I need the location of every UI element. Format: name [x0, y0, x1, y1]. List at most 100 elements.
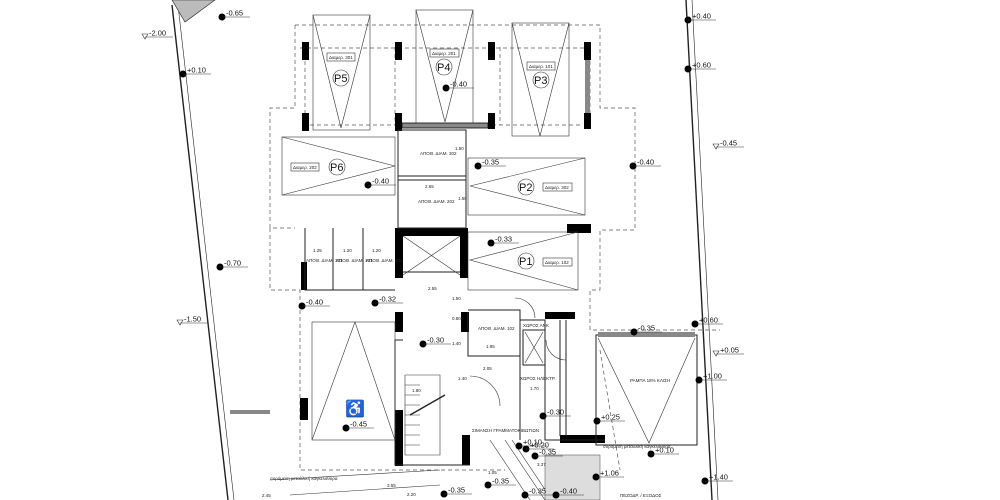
dimension: 1.50: [452, 296, 461, 301]
level-marker: +0.60: [691, 316, 723, 328]
level-value: -0.35: [482, 158, 499, 167]
dimension-labels: 2.65 1.25 1.20 1.20 2.55 1.50 0.80 1.40 …: [262, 146, 546, 498]
level-value: -0.35: [448, 486, 465, 495]
level-marker: -0.45: [342, 420, 374, 432]
level-marker: -0.40: [364, 177, 396, 189]
level-value: -0.45: [720, 139, 737, 148]
level-marker: +0.10: [179, 66, 211, 78]
level-marker: -0.30: [539, 408, 571, 420]
parking-spaces: [281, 9, 698, 446]
level-marker: -0.40: [552, 487, 584, 499]
level-value: -0.40: [560, 487, 577, 496]
level-value: +0.60: [692, 61, 711, 70]
parking-id: P2: [519, 182, 532, 194]
level-marker: -1.50: [176, 315, 208, 326]
level-value: -0.40: [372, 177, 389, 186]
dimension: 1.50: [458, 196, 467, 201]
level-marker: -0.65: [218, 9, 250, 21]
parking-owner: Διαμερ. 301: [329, 55, 353, 60]
level-marker: -0.40: [442, 80, 474, 92]
level-marker: -0.35: [630, 324, 662, 336]
room-label: ΣΙΜΑΝΣΗ ΓΡΑΜΜΑΤΟΚΙΒΩΤΙΩΝ: [472, 428, 539, 433]
dimension: 1.25: [313, 248, 322, 253]
parking-id: P4: [437, 62, 450, 74]
level-marker: -0.35: [484, 477, 516, 489]
room-label: ΑΠΟΘ. ΔΙΑΜ. 302: [420, 151, 457, 156]
dimension: 2.65: [425, 184, 434, 189]
level-value: -0.30: [427, 336, 444, 345]
note: συρόμενη μεταλλική καγκελόθυρα: [603, 443, 671, 449]
level-value: -0.35: [529, 487, 546, 496]
parking-labels: P5 Διαμερ. 301 P4 Διαμερ. 201 P3 Διαμερ.…: [290, 48, 573, 418]
parking-owner: Διαμερ. 201: [432, 51, 456, 56]
level-value: -0.40: [637, 158, 654, 167]
dimension: 2.20: [407, 492, 416, 497]
level-value: -0.65: [226, 9, 243, 18]
parking-owner: Διαμερ. 202: [293, 165, 317, 170]
room-label: ΑΠΟΘ. ΔΙΑΜ. 101: [336, 258, 373, 263]
level-marker: +0.40: [684, 12, 716, 24]
dimension: 2.45: [262, 493, 271, 498]
parking-owner: Διαμερ. 101: [529, 64, 553, 69]
dimension: 1.40: [458, 376, 467, 381]
level-value: -0.33: [495, 235, 512, 244]
level-marker: -0.35: [521, 487, 553, 499]
level-marker: +0.25: [593, 413, 625, 425]
room-labels: ΑΠΟΘ. ΔΙΑΜ. 302 ΑΠΟΘ. ΔΙΑΜ. 202 ΑΠΟΘ. ΔΙ…: [270, 151, 671, 498]
room-label: ΑΠΟΘ. ΔΙΑΜ. 301: [306, 258, 343, 263]
room-label: ΧΩΡΟΣ ΑΝΚ: [523, 323, 549, 328]
level-value: -0.40: [450, 80, 467, 89]
level-marker: +1.00: [695, 372, 727, 384]
parking-id: P3: [534, 75, 547, 87]
room-label: ΑΠΟΘ. ΔΙΑΜ. 102: [478, 326, 515, 331]
parking-id: P5: [334, 73, 347, 85]
level-marker: -2.00: [141, 29, 173, 40]
dimension: 1.20: [343, 248, 352, 253]
level-value: +0.05: [720, 346, 739, 355]
room-label: ΑΠΟΘ. ΔΙΑΜ. 201: [366, 258, 403, 263]
dimension: 2.05: [483, 366, 492, 371]
level-value: +0.10: [523, 438, 542, 447]
dimension: 1.95: [486, 344, 495, 349]
level-marker: -0.70: [216, 259, 248, 271]
parking-owner: Διαμερ. 102: [545, 260, 569, 265]
level-marker: +0.10: [515, 438, 547, 450]
level-value: -0.45: [350, 420, 367, 429]
dimension: 1.80: [412, 388, 421, 393]
parking-owner: Διαμερ. 302: [545, 185, 569, 190]
level-triangle-icon: [141, 33, 149, 40]
level-marker: +1.40: [701, 473, 733, 485]
level-marker: +0.60: [684, 61, 716, 73]
level-marker: -0.30: [419, 336, 451, 348]
room-label: ΡΑΜΠΑ 18% ΚΛΙΣΗ: [630, 378, 670, 383]
note: συρόμενη μεταλλική καγκελόθυρα: [270, 475, 338, 481]
level-value: -0.30: [547, 408, 564, 417]
level-marker: +1.06: [592, 469, 624, 481]
level-triangle-icon: [712, 350, 720, 357]
wheelchair-icon: ♿: [345, 399, 365, 418]
level-marker: -0.32: [371, 295, 403, 307]
dimension: 1.50: [455, 146, 464, 151]
level-value: -1.50: [184, 315, 201, 324]
columns: [300, 42, 605, 466]
level-marker: +0.20: [522, 441, 554, 453]
level-value: -0.35: [539, 448, 556, 457]
dimension: 1.40: [452, 341, 461, 346]
level-triangle-icon: [176, 319, 184, 326]
upper-floor-outline: [269, 24, 720, 471]
level-value: +0.40: [692, 12, 711, 21]
level-value: -0.35: [492, 477, 509, 486]
level-value: +0.10: [655, 446, 674, 455]
level-marker: -0.35: [531, 448, 563, 460]
level-value: -0.40: [306, 298, 323, 307]
level-marker: +0.10: [647, 446, 679, 458]
property-boundary: [171, 0, 719, 500]
level-marker: -0.35: [474, 158, 506, 170]
room-label: ΑΠΟΘ. ΔΙΑΜ. 202: [418, 199, 455, 204]
dimension: 2.55: [428, 286, 437, 291]
level-marker: -0.40: [298, 298, 330, 310]
level-value: -2.00: [149, 29, 166, 38]
level-markers: -0.65 -2.00 +0.10 -0.70 -1.50 +0.40 +0.60 -0.45…: [141, 9, 744, 499]
level-value: +0.10: [187, 66, 206, 75]
